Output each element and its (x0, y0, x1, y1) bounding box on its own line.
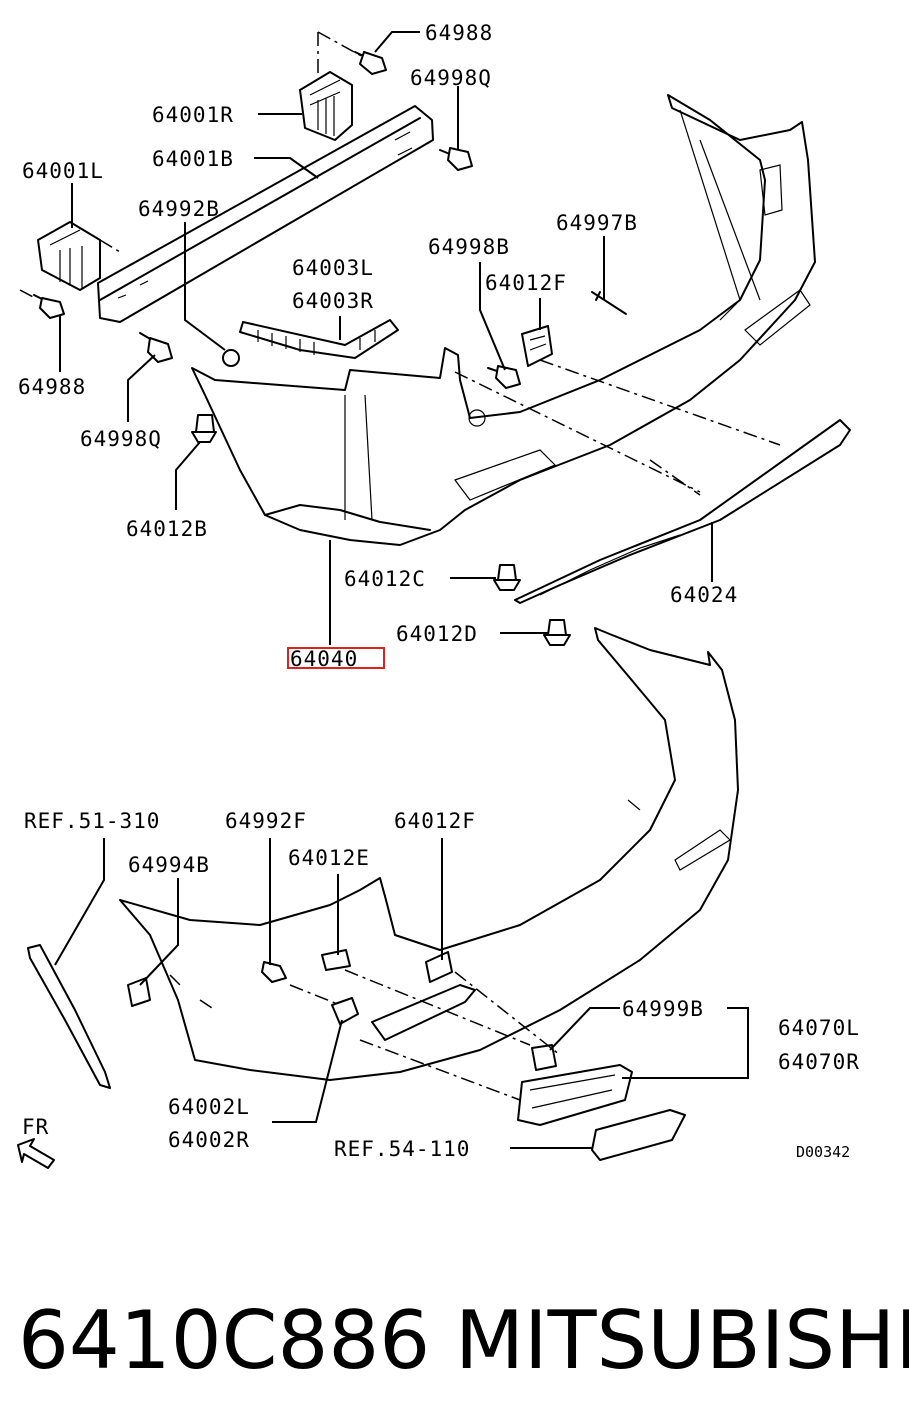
retainer-clip (521, 325, 553, 367)
bolt-icon (354, 51, 387, 75)
clip-icon (531, 1044, 557, 1071)
bracket-lower (331, 997, 359, 1025)
label-ref-51-310: REF.51-310 (24, 809, 160, 833)
brand-name: MITSUBISHI (455, 1294, 909, 1387)
label-64012f-top: 64012F (485, 271, 567, 295)
label-64997b: 64997B (556, 211, 638, 235)
bumper-cover (191, 94, 816, 546)
label-64998b: 64998B (428, 235, 510, 259)
label-64992b: 64992B (138, 197, 220, 221)
label-64001l: 64001L (22, 159, 104, 183)
label-64001r: 64001R (152, 103, 234, 127)
label-64070r: 64070R (778, 1050, 860, 1074)
label-64024: 64024 (670, 583, 738, 607)
label-64012f-bottom: 64012F (394, 809, 476, 833)
clip-icon (127, 977, 151, 1007)
lower-skirt (514, 419, 851, 604)
label-64012c: 64012C (344, 567, 426, 591)
bracket-right (299, 71, 353, 141)
highlight-box (287, 647, 385, 669)
label-64992f: 64992F (225, 809, 307, 833)
reflector-housing (371, 984, 633, 1126)
bolt-icon (261, 961, 287, 983)
reinforcement-beam (97, 105, 434, 323)
label-64988-top: 64988 (425, 21, 493, 45)
pin-icon (591, 291, 627, 315)
clip-icon (321, 949, 351, 971)
bolt-icon (33, 294, 65, 319)
reflector (591, 1109, 686, 1161)
label-64988-left: 64988 (18, 375, 86, 399)
label-64070l: 64070L (778, 1016, 860, 1040)
bolt-icon (139, 332, 173, 363)
label-64001b: 64001B (152, 147, 234, 171)
label-64003r: 64003R (292, 289, 374, 313)
label-64012e: 64012E (288, 846, 370, 870)
label-64998q-top: 64998Q (410, 66, 492, 90)
clip-icon (222, 349, 240, 367)
side-trim (27, 944, 111, 1089)
bracket-left (37, 221, 101, 291)
grommet-icon (543, 619, 571, 646)
label-64998q-left: 64998Q (80, 427, 162, 451)
label-64002r: 64002R (168, 1128, 250, 1152)
label-64012b: 64012B (126, 517, 208, 541)
diagram-code: D00342 (796, 1143, 850, 1161)
bumper-cover-exploded (119, 627, 739, 1081)
label-ref-54-110: REF.54-110 (334, 1137, 470, 1161)
bolt-icon (439, 147, 473, 171)
part-number: 6410C886 (18, 1294, 430, 1387)
bolt-icon (487, 365, 521, 389)
front-arrow-icon (17, 1138, 55, 1169)
label-64003l: 64003L (292, 256, 374, 280)
label-64994b: 64994B (128, 853, 210, 877)
grommet-icon (493, 564, 521, 591)
label-fr: FR (22, 1115, 49, 1139)
label-64012d: 64012D (396, 622, 478, 646)
label-64999b: 64999B (622, 997, 704, 1021)
retainer-clip (425, 951, 453, 983)
leader-lines (54, 31, 749, 1149)
label-64002l: 64002L (168, 1095, 250, 1119)
spacer (239, 319, 399, 359)
label-64040: 64040 (290, 647, 358, 671)
grommet-icon (191, 414, 217, 443)
